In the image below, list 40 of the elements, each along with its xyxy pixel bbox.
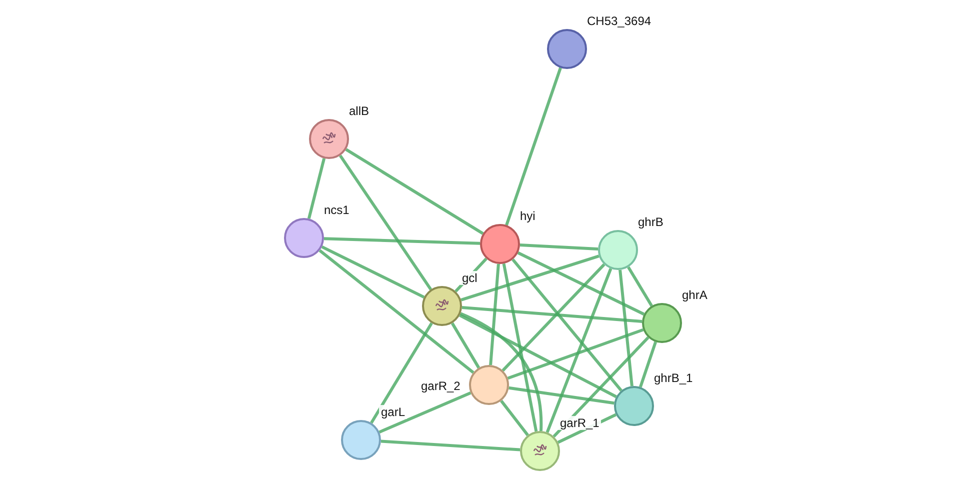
protein-label: ghrB	[636, 215, 666, 229]
interaction-line	[638, 341, 658, 388]
interaction-line	[380, 440, 520, 452]
protein-label: gcl	[460, 271, 480, 285]
interaction-line	[512, 258, 622, 392]
interaction-line	[462, 306, 642, 323]
interaction-line	[378, 392, 472, 434]
interaction-line	[460, 312, 543, 432]
interaction-line	[450, 322, 480, 369]
protein-label: ghrB_1	[652, 371, 695, 385]
interaction-line	[460, 254, 600, 302]
interaction-line	[618, 270, 634, 386]
interaction-line	[345, 148, 484, 235]
interaction-line	[546, 268, 612, 433]
interaction-line	[459, 314, 617, 398]
protein-label: garR_1	[558, 416, 602, 430]
protein-label: ncs1	[322, 203, 352, 217]
interaction-line	[508, 386, 614, 405]
interaction-line	[507, 328, 644, 380]
interaction-line	[370, 322, 433, 424]
interaction-line	[517, 251, 645, 316]
protein-label: allB	[347, 104, 372, 118]
interaction-line	[307, 158, 326, 219]
protein-label: hyi	[518, 209, 538, 223]
interaction-line	[502, 263, 606, 372]
protein-label: CH53_3694	[585, 14, 654, 28]
interaction-line	[505, 67, 562, 226]
interaction-line	[520, 244, 598, 250]
protein-label: ghrA	[680, 288, 710, 302]
protein-label: garR_2	[419, 379, 462, 393]
interaction-line	[552, 336, 650, 438]
interaction-line	[627, 266, 653, 307]
interaction-line	[500, 400, 529, 436]
interaction-line	[338, 154, 432, 290]
interaction-line	[502, 263, 538, 432]
interaction-line	[318, 249, 474, 374]
interaction-line	[321, 246, 425, 298]
interaction-line	[324, 237, 480, 245]
interaction-line	[489, 264, 500, 366]
protein-label: garL	[379, 405, 408, 419]
